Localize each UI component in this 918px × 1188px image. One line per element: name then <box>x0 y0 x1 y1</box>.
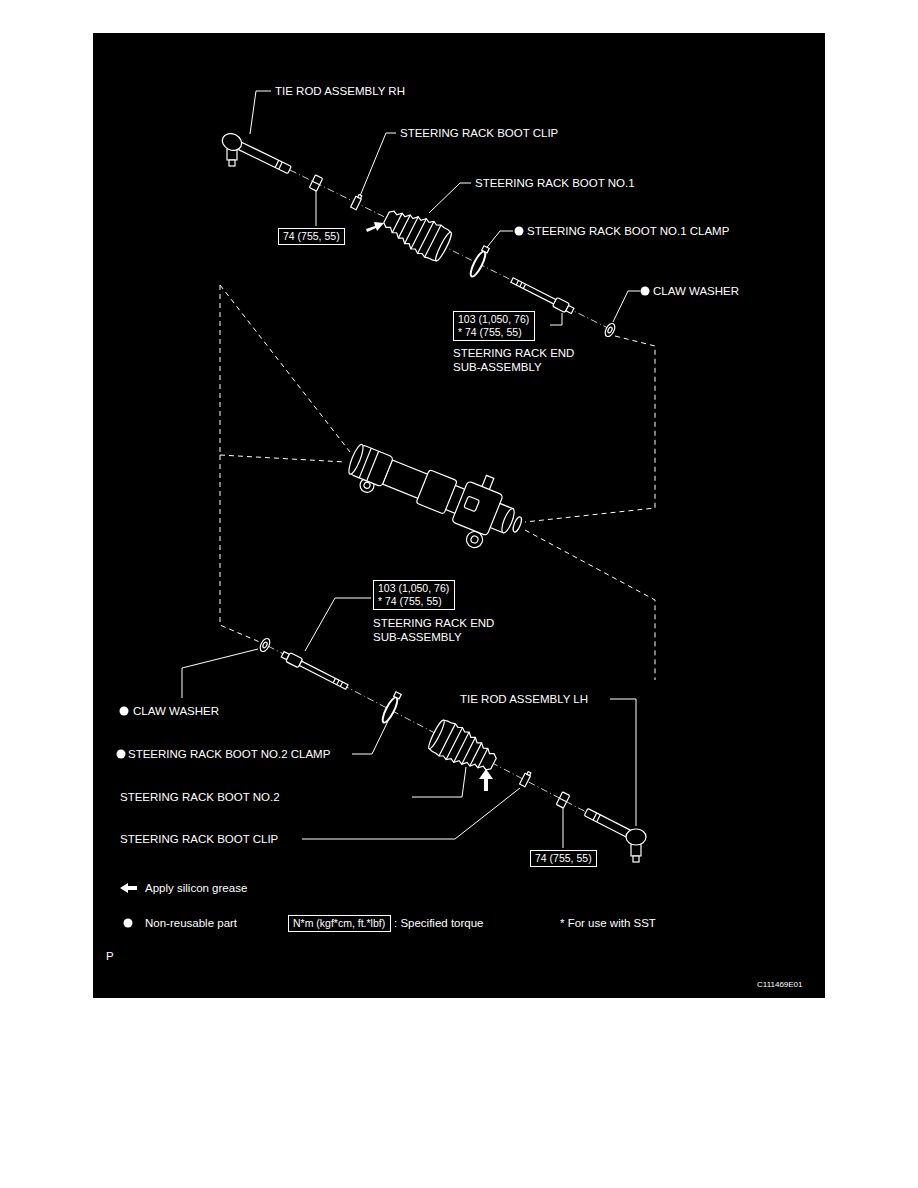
part-name: TIE ROD ASSEMBLY LH <box>460 692 588 706</box>
part-name: STEERING RACK BOOT CLIP <box>120 832 278 846</box>
torque-value: 103 (1,050, 76) <box>378 582 450 595</box>
part-name: STEERING RACK BOOT NO.1 CLAMP <box>527 224 729 238</box>
torque-value: 74 (755, 55) <box>283 230 340 243</box>
boot-clip <box>351 194 363 210</box>
rack-end <box>280 650 349 692</box>
legend-dot-sample <box>124 919 133 928</box>
dashed-frame <box>220 285 655 680</box>
torque-legend-box: N*m (kgf*cm, ft.*lbf) <box>288 915 391 932</box>
torque-box: 103 (1,050, 76)* 74 (755, 55) <box>373 580 455 610</box>
boot-clip <box>520 771 532 787</box>
claw-washer <box>603 322 616 338</box>
figure-code: C111469E01 <box>757 980 803 990</box>
boot-clamp <box>380 691 402 724</box>
grease-arrow <box>366 222 384 232</box>
lock-nut <box>556 792 569 808</box>
rack-boot <box>426 717 502 779</box>
torque-value: 103 (1,050, 76) <box>458 313 530 326</box>
page-mark: P <box>106 949 114 963</box>
part-name: STEERING RACK END SUB-ASSEMBLY <box>373 616 508 644</box>
torque-value: * 74 (755, 55) <box>458 326 530 339</box>
legend-note: * For use with SST <box>560 916 656 930</box>
torque-box: 74 (755, 55) <box>278 228 345 245</box>
steering-gear-housing <box>338 426 533 561</box>
panel-ground <box>93 33 825 998</box>
legend-text: Non-reusable part <box>145 916 237 930</box>
center-axis <box>268 170 612 814</box>
part-name: TIE ROD ASSEMBLY RH <box>275 84 405 98</box>
torque-box: 74 (755, 55) <box>530 850 597 867</box>
torque-value: * 74 (755, 55) <box>378 595 450 608</box>
torque-box: 103 (1,050, 76)* 74 (755, 55) <box>453 311 535 341</box>
part-name: STEERING RACK BOOT CLIP <box>400 126 558 140</box>
legend-note: : Specified torque <box>394 916 484 930</box>
legend-arrow-sample <box>120 883 137 893</box>
part-name: STEERING RACK BOOT NO.1 <box>475 176 635 190</box>
boot-clamp <box>468 245 490 278</box>
part-name: CLAW WASHER <box>133 704 219 718</box>
legend-text: Apply silicon grease <box>145 881 247 895</box>
rack-end <box>510 276 575 316</box>
part-name: STEERING RACK BOOT NO.2 <box>120 790 280 804</box>
part-name: CLAW WASHER <box>653 284 739 298</box>
non-reusable-mark <box>117 227 650 759</box>
part-name: STEERING RACK END SUB-ASSEMBLY <box>453 346 588 374</box>
part-name: STEERING RACK BOOT NO.2 CLAMP <box>128 747 330 761</box>
torque-value: 74 (755, 55) <box>535 852 592 865</box>
tie-rod-rh <box>220 130 294 177</box>
lock-nut <box>309 175 322 191</box>
rack-boot <box>378 201 454 263</box>
grease-arrow <box>479 769 493 791</box>
torque-value: N*m (kgf*cm, ft.*lbf) <box>293 917 386 930</box>
claw-washer <box>258 637 271 653</box>
leader-line <box>182 91 640 848</box>
